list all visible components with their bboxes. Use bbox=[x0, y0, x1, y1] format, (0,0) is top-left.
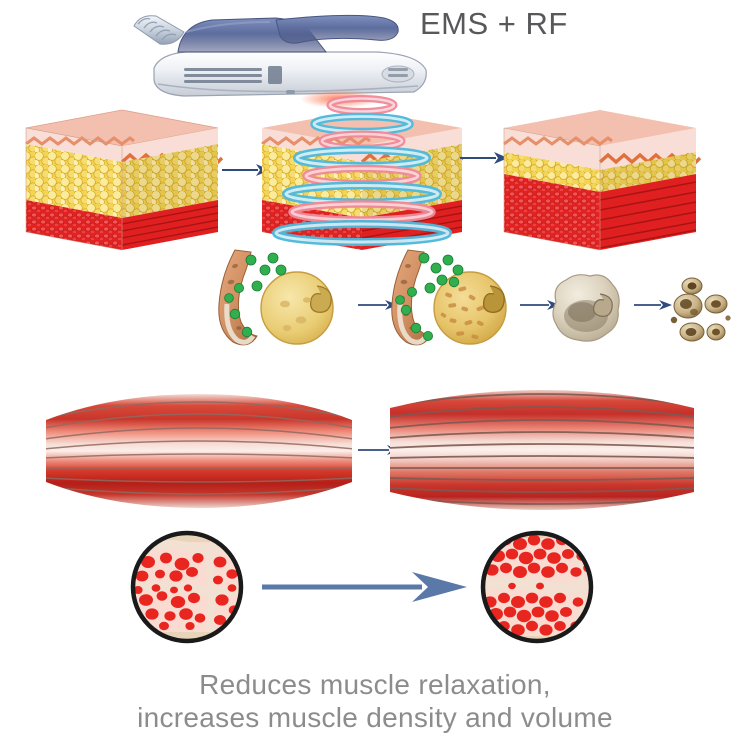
page-title: EMS + RF bbox=[420, 6, 568, 41]
device-indicator bbox=[286, 90, 295, 94]
muscle-belly-shape bbox=[46, 394, 352, 508]
muscle-dense bbox=[388, 388, 696, 512]
degraded-adipocyte-icon bbox=[552, 274, 620, 342]
fat-cell-stage-1 bbox=[205, 248, 355, 358]
skin-block-after bbox=[500, 100, 702, 255]
fat-cell-stage-2 bbox=[378, 248, 528, 358]
arrow-during-to-after bbox=[460, 150, 508, 166]
muscle-relaxed bbox=[44, 392, 354, 510]
catecholamine-granules bbox=[224, 252, 287, 338]
muscle-cross-section-before bbox=[128, 528, 246, 646]
caption: Reduces muscle relaxation, increases mus… bbox=[0, 668, 750, 734]
fat-cell-stage-4 bbox=[668, 276, 740, 348]
device-cable-icon bbox=[133, 15, 185, 45]
muscle-cross-section-after bbox=[478, 528, 596, 646]
fat-cell-stage-3 bbox=[540, 268, 630, 353]
adipocyte-nucleus-icon bbox=[482, 285, 505, 313]
cross-section-outline bbox=[130, 530, 244, 644]
skin-block-before bbox=[22, 100, 224, 255]
adipocyte-icon bbox=[260, 271, 334, 345]
arrow-fat-stage-3-4 bbox=[634, 298, 672, 312]
degraded-nucleus-icon bbox=[593, 293, 613, 317]
adipocyte-lipolysis-icon bbox=[433, 271, 507, 345]
skin-block-during bbox=[256, 95, 468, 255]
caption-line-1: Reduces muscle relaxation, bbox=[199, 669, 551, 700]
lipolysis-texture bbox=[440, 286, 485, 340]
ems-rf-device bbox=[126, 2, 436, 108]
adipocyte-nucleus-icon bbox=[309, 285, 332, 313]
device-control-panel bbox=[381, 65, 415, 83]
arrow-cross-section bbox=[262, 568, 467, 606]
muscle-fiber-lines bbox=[46, 401, 352, 495]
device-vent-icon bbox=[184, 66, 282, 84]
energy-rings bbox=[272, 95, 452, 246]
muscle-fiber-lines bbox=[390, 393, 694, 505]
catecholamine-granules bbox=[395, 252, 464, 342]
arrow-fat-stage-2-3 bbox=[520, 298, 560, 312]
cross-section-outline bbox=[480, 530, 594, 644]
fat-debris-fragments bbox=[670, 277, 731, 342]
caption-line-2: increases muscle density and volume bbox=[137, 702, 613, 733]
